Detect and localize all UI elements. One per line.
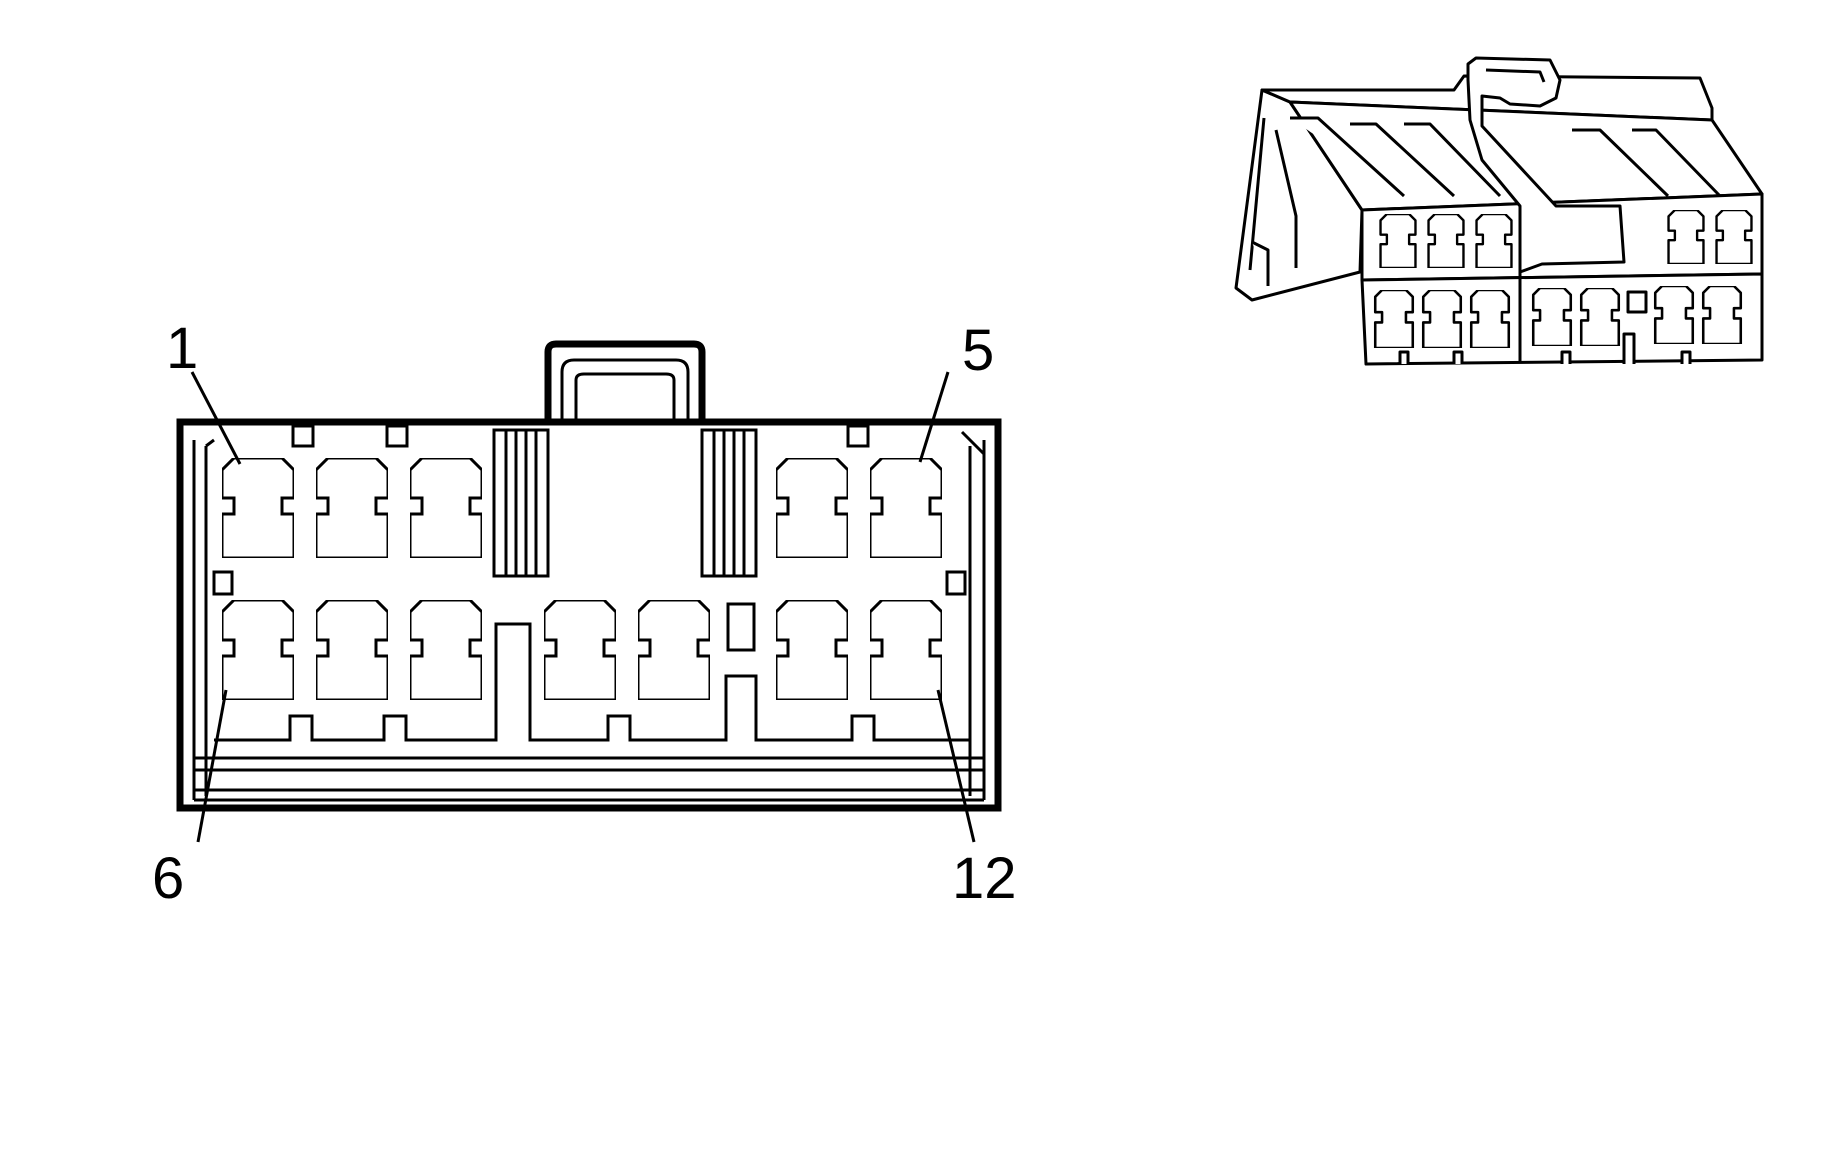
pin-label-6: 6 [152,846,184,911]
bottom-lines [194,756,984,802]
pin-label-5: 5 [962,318,994,383]
cavity-pin-4 [776,458,848,558]
latch-tab [544,340,706,420]
pin-label-1: 1 [166,316,198,381]
cavity-pin-7 [316,600,388,700]
cavity-pin-6 [222,600,294,700]
left-rib-column [492,428,550,578]
right-rib-column [700,428,758,578]
bottom-key-profile [214,622,970,742]
cavity-pin-9 [544,600,616,700]
right-side-rails [960,430,986,800]
cavity-pin-3 [410,458,482,558]
cavity-pin-10 [638,600,710,700]
cavity-pin-11 [776,600,848,700]
cavity-pin-5 [870,458,942,558]
leader-lines [190,371,976,843]
center-key-slot [726,602,756,652]
cavity-pin-1 [222,458,294,558]
left-side-rails [192,438,215,800]
cavity-pin-12 [870,600,942,700]
bottom-row-cavities [222,600,942,700]
connector-front-view: 1 5 6 12 [152,316,1017,911]
cavity-pin-8 [410,600,482,700]
top-notches [212,424,967,596]
pin-label-12: 12 [952,846,1017,911]
connector-isometric-view [1234,56,1764,366]
cavity-pin-2 [316,458,388,558]
